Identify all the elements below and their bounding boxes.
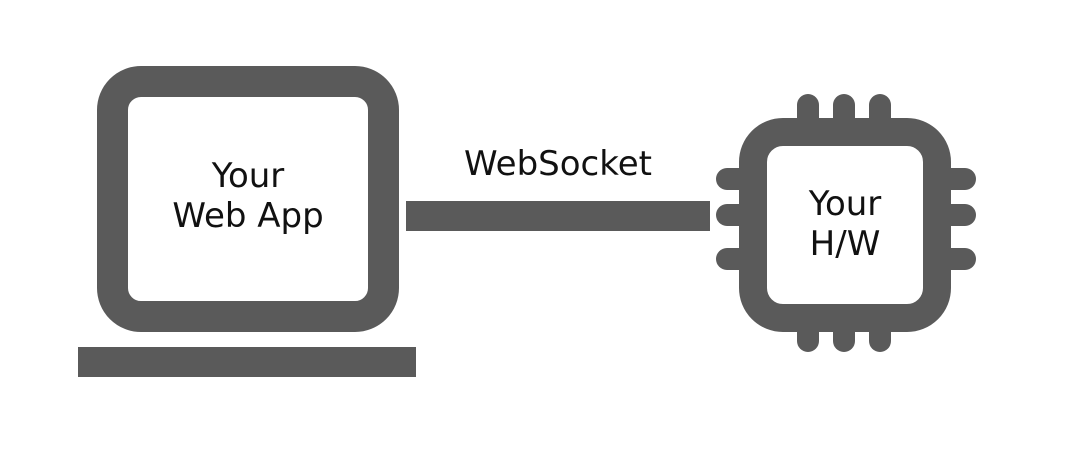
web-app-line2: Web App xyxy=(172,196,324,236)
web-app-line1: Your xyxy=(211,156,285,196)
websocket-connector xyxy=(406,201,710,231)
laptop-screen xyxy=(97,66,399,332)
laptop-base xyxy=(78,347,416,377)
hardware-label: Your H/W xyxy=(775,184,915,264)
hardware-line2: H/W xyxy=(809,224,881,264)
websocket-label: WebSocket xyxy=(464,144,652,184)
chip-icon xyxy=(716,94,976,352)
web-app-label: Your Web App xyxy=(128,156,368,236)
hardware-line1: Your xyxy=(808,184,882,224)
